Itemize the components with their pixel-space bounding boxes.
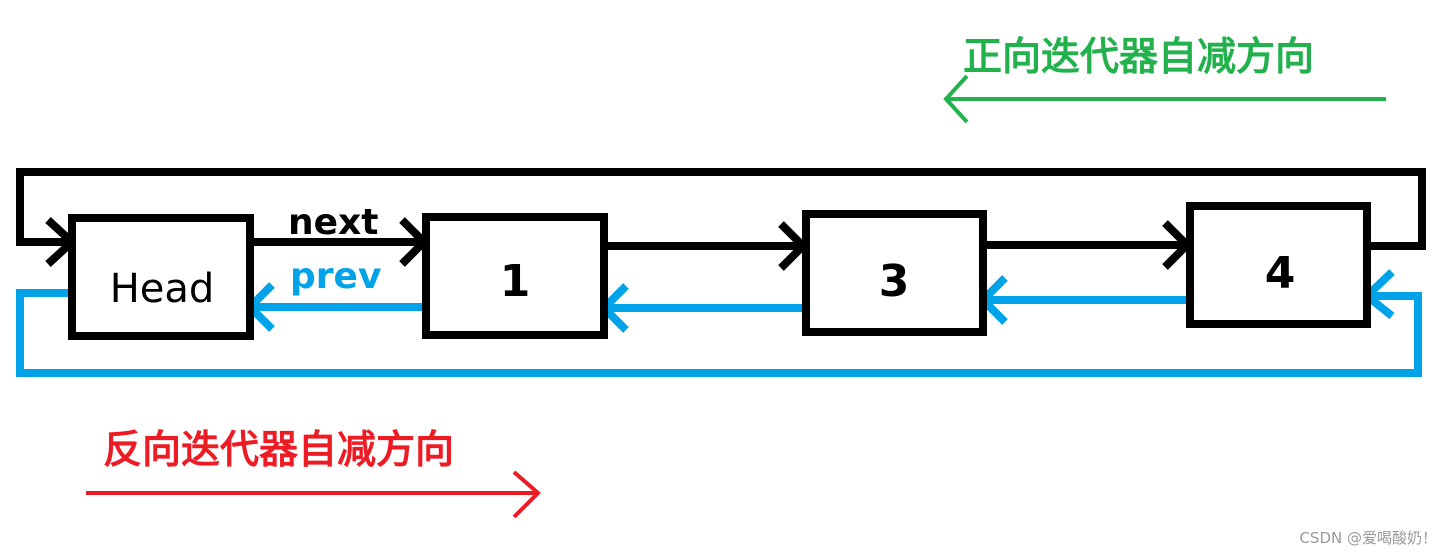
forward-decrement-direction-label: 正向迭代器自减方向: [963, 35, 1315, 80]
node-1-label: 1: [500, 256, 531, 307]
node-head-label: Head: [110, 266, 215, 312]
node-1: 1: [422, 213, 608, 339]
forward-direction-arrowhead: [943, 74, 969, 124]
node-4-label: 4: [1265, 248, 1296, 299]
node-head: Head: [68, 214, 254, 340]
watermark: CSDN @爱喝酸奶！: [1299, 529, 1437, 547]
node-3: 3: [802, 210, 987, 336]
circular-prev-link: [16, 289, 1422, 377]
reverse-direction-arrowhead: [512, 470, 541, 519]
prev-pointer-label: prev: [290, 256, 381, 297]
node-4: 4: [1186, 202, 1371, 328]
reverse-decrement-direction-label: 反向迭代器自减方向: [103, 428, 455, 473]
node-3-label: 3: [879, 256, 910, 307]
circular-next-link: [16, 168, 1426, 250]
next-pointer-label: next: [288, 202, 378, 243]
